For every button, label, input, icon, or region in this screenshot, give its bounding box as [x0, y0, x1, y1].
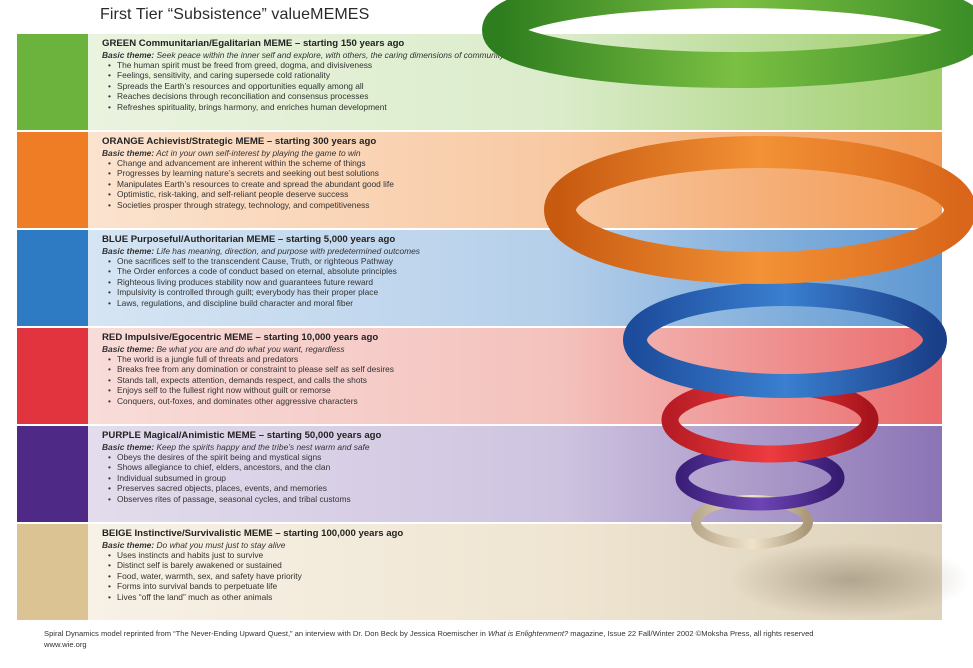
basic-theme-text: Life has meaning, direction, and purpose… — [156, 245, 420, 256]
basic-theme-text: Seek peace within the inner self and exp… — [156, 49, 505, 60]
credit-text-end: magazine, Issue 22 Fall/Winter 2002 ©Mok… — [568, 629, 814, 638]
bullet-list: One sacrifices self to the transcendent … — [102, 256, 932, 309]
band-beige: BEIGE Instinctive/Survivalistic MEME – s… — [17, 524, 942, 622]
basic-theme-text: Do what you must just to stay alive — [156, 539, 286, 550]
basic-theme-label: Basic theme: — [102, 245, 155, 256]
band-content-red: RED Impulsive/Egocentric MEME – starting… — [102, 332, 932, 406]
color-swatch-red — [17, 328, 88, 424]
band-heading: BEIGE Instinctive/Survivalistic MEME – s… — [102, 528, 404, 539]
bullet-item: The human spirit must be freed from gree… — [108, 60, 932, 71]
band-content-purple: PURPLE Magical/Animistic MEME – starting… — [102, 430, 932, 504]
credit-line: Spiral Dynamics model reprinted from “Th… — [44, 628, 814, 639]
basic-theme-label: Basic theme: — [102, 49, 155, 60]
bullet-item: Manipulates Earth’s resources to create … — [108, 179, 932, 190]
color-swatch-purple — [17, 426, 88, 522]
bullet-list: The human spirit must be freed from gree… — [102, 60, 932, 113]
credit-text: Spiral Dynamics model reprinted from “Th… — [44, 629, 488, 638]
bullet-item: Lives “off the land” much as other anima… — [108, 592, 932, 603]
color-swatch-beige — [17, 524, 88, 620]
bullet-item: Stands tall, expects attention, demands … — [108, 375, 932, 386]
bullet-item: Progresses by learning nature’s secrets … — [108, 168, 932, 179]
page-title: First Tier “Subsistence” valueMEMES — [100, 6, 370, 23]
bullet-item: Righteous living produces stability now … — [108, 277, 932, 288]
magazine-title: What is Enlightenment? — [487, 629, 569, 638]
band-content-orange: ORANGE Achievist/Strategic MEME – starti… — [102, 136, 932, 210]
bullet-item: Shows allegiance to chief, elders, ances… — [108, 462, 932, 473]
bullet-item: Reaches decisions through reconciliation… — [108, 91, 932, 102]
credit-footer: Spiral Dynamics model reprinted from “Th… — [44, 628, 814, 650]
bullet-item: Breaks free from any domination or const… — [108, 364, 932, 375]
bullet-item: Uses instincts and habits just to surviv… — [108, 550, 932, 561]
bullet-list: The world is a jungle full of threats an… — [102, 354, 932, 407]
bullet-item: Change and advancement are inherent with… — [108, 158, 932, 169]
band-blue: BLUE Purposeful/Authoritarian MEME – sta… — [17, 230, 942, 328]
website-url[interactable]: www.wie.org — [44, 640, 87, 649]
band-orange: ORANGE Achievist/Strategic MEME – starti… — [17, 132, 942, 230]
basic-theme-label: Basic theme: — [102, 539, 155, 550]
color-swatch-orange — [17, 132, 88, 228]
bullet-item: Forms into survival bands to perpetuate … — [108, 581, 932, 592]
bullet-item: Optimistic, risk-taking, and self-relian… — [108, 189, 932, 200]
bullet-item: Observes rites of passage, seasonal cycl… — [108, 494, 932, 505]
basic-theme: Basic theme: Life has meaning, direction… — [102, 246, 932, 256]
bullet-item: Laws, regulations, and discipline build … — [108, 298, 932, 309]
basic-theme: Basic theme: Act in your own self-intere… — [102, 148, 932, 158]
band-content-green: GREEN Communitarian/Egalitarian MEME – s… — [102, 38, 932, 112]
bullet-item: One sacrifices self to the transcendent … — [108, 256, 932, 267]
band-green: GREEN Communitarian/Egalitarian MEME – s… — [17, 34, 942, 132]
band-heading: PURPLE Magical/Animistic MEME – starting… — [102, 430, 382, 441]
band-red: RED Impulsive/Egocentric MEME – starting… — [17, 328, 942, 426]
bullet-item: Distinct self is barely awakened or sust… — [108, 560, 932, 571]
bullet-list: Uses instincts and habits just to surviv… — [102, 550, 932, 603]
basic-theme-text: Be what you are and do what you want, re… — [156, 343, 345, 354]
bullet-item: The world is a jungle full of threats an… — [108, 354, 932, 365]
bullet-list: Change and advancement are inherent with… — [102, 158, 932, 211]
basic-theme-label: Basic theme: — [102, 441, 155, 452]
bullet-item: Spreads the Earth’s resources and opport… — [108, 81, 932, 92]
band-purple: PURPLE Magical/Animistic MEME – starting… — [17, 426, 942, 524]
band-content-blue: BLUE Purposeful/Authoritarian MEME – sta… — [102, 234, 932, 308]
basic-theme: Basic theme: Be what you are and do what… — [102, 344, 932, 354]
bullet-item: Preserves sacred objects, places, events… — [108, 483, 932, 494]
bullet-item: Refreshes spirituality, brings harmony, … — [108, 102, 932, 113]
basic-theme-label: Basic theme: — [102, 343, 155, 354]
bullet-list: Obeys the desires of the spirit being an… — [102, 452, 932, 505]
basic-theme-label: Basic theme: — [102, 147, 155, 158]
bullet-item: Societies prosper through strategy, tech… — [108, 200, 932, 211]
color-swatch-blue — [17, 230, 88, 326]
bullet-item: Conquers, out-foxes, and dominates other… — [108, 396, 932, 407]
band-content-beige: BEIGE Instinctive/Survivalistic MEME – s… — [102, 528, 932, 602]
bullet-item: Impulsivity is controlled through guilt;… — [108, 287, 932, 298]
band-heading: BLUE Purposeful/Authoritarian MEME – sta… — [102, 234, 396, 245]
meme-bands: GREEN Communitarian/Egalitarian MEME – s… — [17, 34, 942, 622]
bullet-item: Feelings, sensitivity, and caring supers… — [108, 70, 932, 81]
band-heading: RED Impulsive/Egocentric MEME – starting… — [102, 332, 379, 343]
basic-theme-text: Keep the spirits happy and the tribe’s n… — [156, 441, 370, 452]
color-swatch-green — [17, 34, 88, 130]
bullet-item: Obeys the desires of the spirit being an… — [108, 452, 932, 463]
bullet-item: Food, water, warmth, sex, and safety hav… — [108, 571, 932, 582]
band-heading: ORANGE Achievist/Strategic MEME – starti… — [102, 136, 377, 147]
band-heading: GREEN Communitarian/Egalitarian MEME – s… — [102, 38, 405, 49]
bullet-item: The Order enforces a code of conduct bas… — [108, 266, 932, 277]
basic-theme: Basic theme: Seek peace within the inner… — [102, 50, 932, 60]
basic-theme: Basic theme: Keep the spirits happy and … — [102, 442, 932, 452]
basic-theme-text: Act in your own self-interest by playing… — [156, 147, 361, 158]
basic-theme: Basic theme: Do what you must just to st… — [102, 540, 932, 550]
bullet-item: Enjoys self to the fullest right now wit… — [108, 385, 932, 396]
bullet-item: Individual subsumed in group — [108, 473, 932, 484]
